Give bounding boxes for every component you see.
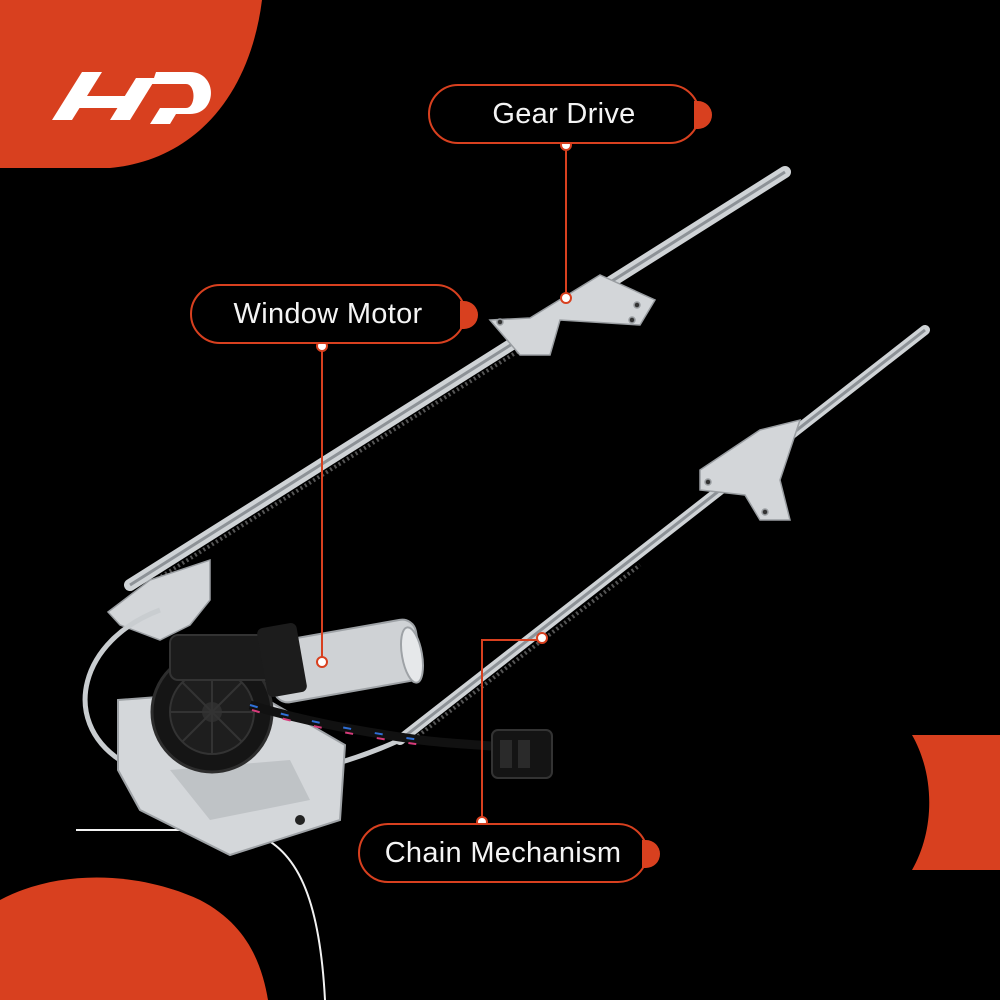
motor-gearbox bbox=[150, 634, 281, 774]
chain-mechanism-target-dot bbox=[536, 632, 548, 644]
gear-drive-label: Gear Drive bbox=[492, 97, 636, 130]
gear-drive-target-dot bbox=[560, 292, 572, 304]
wiring-harness bbox=[248, 700, 553, 779]
chain-mechanism-label: Chain Mechanism bbox=[384, 836, 622, 869]
bracket-lower bbox=[699, 418, 802, 521]
rail-upper bbox=[124, 166, 791, 592]
chain-mechanism-callout: Chain Mechanism bbox=[358, 823, 660, 883]
window-motor-label: Window Motor bbox=[233, 297, 423, 330]
bracket-upper bbox=[488, 274, 657, 356]
callout-dots bbox=[316, 139, 572, 828]
right-edge-shape bbox=[912, 735, 1000, 870]
callout-tab-icon bbox=[642, 840, 660, 868]
bottom-left-corner-shape bbox=[0, 877, 268, 1000]
top-left-corner-shape bbox=[0, 0, 262, 168]
callout-leaders bbox=[321, 145, 567, 822]
motor-housing bbox=[257, 618, 424, 704]
gear-drive-callout: Gear Drive bbox=[428, 84, 712, 144]
brand-logo-icon bbox=[52, 72, 211, 124]
callout-tab-icon bbox=[694, 101, 712, 129]
rail-lower bbox=[395, 325, 930, 745]
window-motor-callout: Window Motor bbox=[190, 284, 478, 344]
window-motor-target-dot bbox=[316, 656, 328, 668]
callout-tab-icon bbox=[460, 301, 478, 329]
